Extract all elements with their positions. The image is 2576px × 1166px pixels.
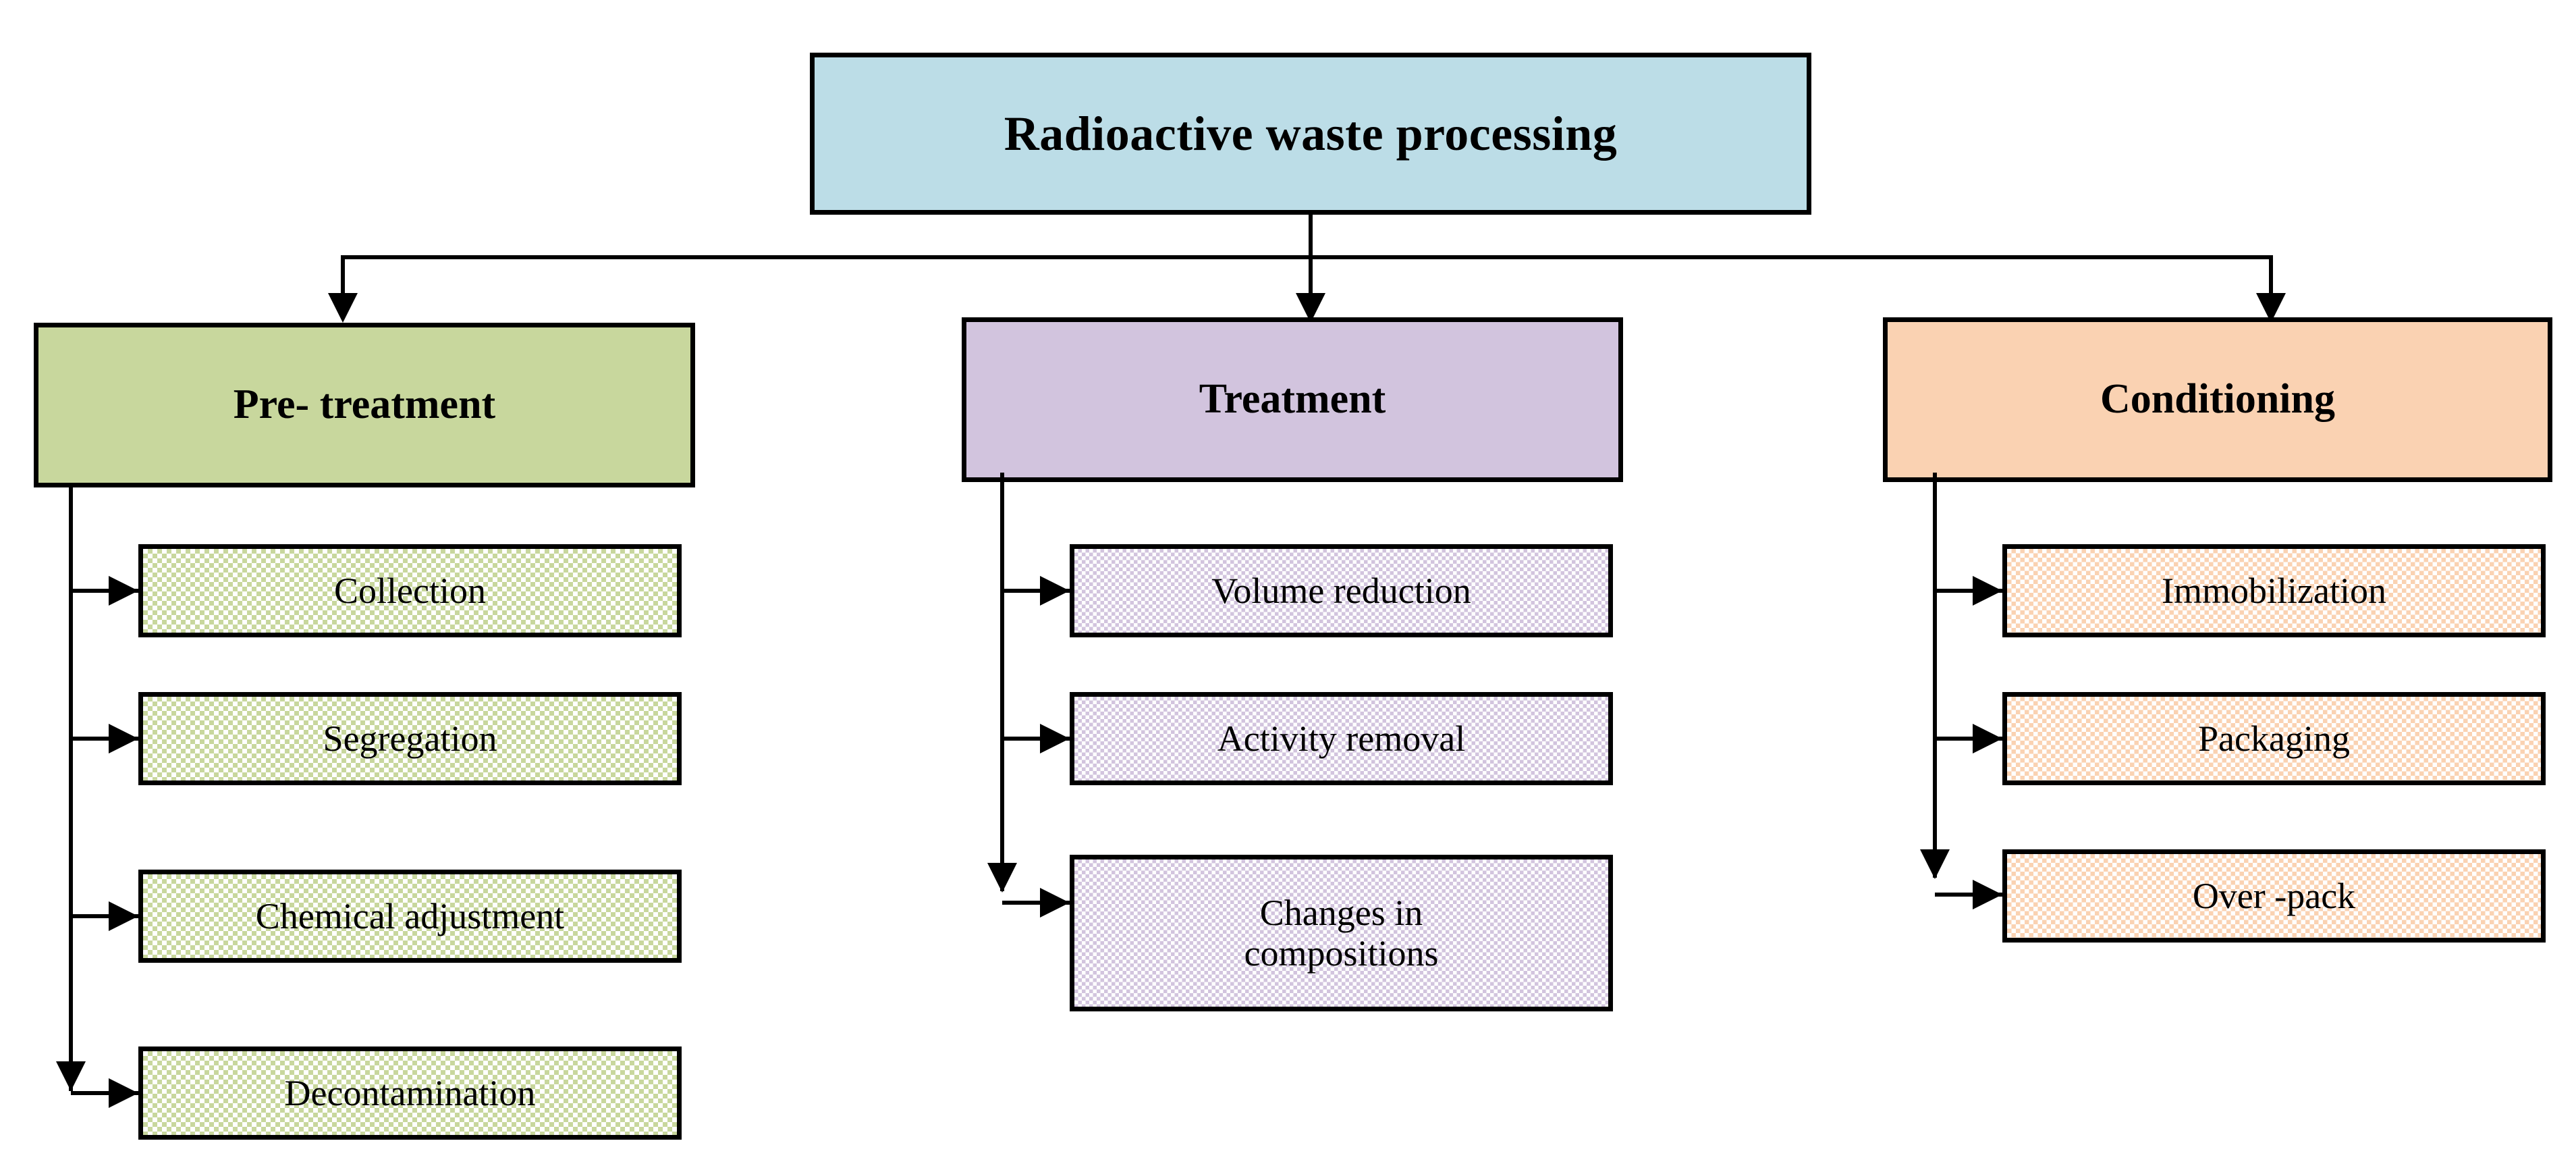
connector-treatment-step-1 [1002, 589, 1072, 593]
arrow-into-pre-treatment [328, 293, 358, 323]
category-node-treatment[interactable]: Treatment [962, 317, 1623, 482]
connector-treatment-step-3 [1002, 901, 1072, 905]
step-label-packaging: Packaging [2198, 718, 2350, 759]
step-label-activity-removal: Activity removal [1217, 718, 1466, 759]
connector-pre-treatment-step-1 [71, 589, 141, 593]
step-node-over-pack[interactable]: Over -pack [2002, 849, 2546, 943]
step-label-segregation: Segregation [323, 718, 497, 759]
trunk-end-arrow-treatment [987, 863, 1017, 893]
step-label-collection: Collection [334, 570, 486, 611]
step-node-volume-reduction[interactable]: Volume reduction [1070, 544, 1613, 637]
distribution-bus [341, 255, 2273, 259]
arrow-pre-treatment-step-1 [109, 576, 138, 606]
trunk-end-arrow-conditioning [1920, 849, 1950, 879]
connector-pre-treatment-step-3 [71, 914, 141, 918]
bus-drop-conditioning [2269, 255, 2273, 315]
arrow-conditioning-step-3 [1973, 880, 2002, 909]
step-node-changes-in-compositions[interactable]: Changes in compositions [1070, 855, 1613, 1011]
bus-drop-treatment [1309, 255, 1313, 315]
step-label-immobilization: Immobilization [2162, 570, 2386, 611]
step-node-activity-removal[interactable]: Activity removal [1070, 692, 1613, 785]
arrow-treatment-step-3 [1040, 888, 1070, 918]
step-label-changes-in-compositions: Changes in compositions [1244, 892, 1439, 974]
connector-treatment-step-2 [1002, 737, 1072, 741]
category-node-pre-treatment[interactable]: Pre- treatment [34, 323, 695, 487]
arrow-conditioning-step-2 [1973, 724, 2002, 753]
step-label-volume-reduction: Volume reduction [1211, 570, 1471, 611]
step-label-decontamination: Decontamination [284, 1072, 536, 1113]
trunk-pre-treatment [69, 483, 73, 1091]
step-node-collection[interactable]: Collection [138, 544, 682, 637]
connector-pre-treatment-step-2 [71, 737, 141, 741]
step-node-segregation[interactable]: Segregation [138, 692, 682, 785]
step-node-packaging[interactable]: Packaging [2002, 692, 2546, 785]
connector-conditioning-step-3 [1935, 893, 2005, 897]
step-node-chemical-adjustment[interactable]: Chemical adjustment [138, 870, 682, 963]
step-label-chemical-adjustment: Chemical adjustment [255, 895, 565, 936]
arrow-treatment-step-2 [1040, 724, 1070, 753]
bus-drop-pre-treatment [341, 255, 345, 315]
trunk-treatment [1000, 473, 1004, 891]
step-label-over-pack: Over -pack [2192, 875, 2356, 916]
arrow-conditioning-step-1 [1973, 576, 2002, 606]
trunk-end-arrow-pre-treatment [56, 1061, 86, 1091]
category-node-conditioning[interactable]: Conditioning [1883, 317, 2552, 482]
category-label-conditioning: Conditioning [2100, 376, 2336, 423]
step-node-decontamination[interactable]: Decontamination [138, 1046, 682, 1140]
root-node-label: Radioactive waste processing [1004, 106, 1618, 161]
trunk-conditioning [1933, 473, 1937, 878]
arrow-pre-treatment-step-3 [109, 901, 138, 931]
connector-conditioning-step-1 [1935, 589, 2005, 593]
category-label-treatment: Treatment [1199, 376, 1386, 423]
arrow-pre-treatment-step-2 [109, 724, 138, 753]
root-node-radioactive-waste-processing[interactable]: Radioactive waste processing [810, 53, 1811, 215]
connector-pre-treatment-step-4 [71, 1091, 141, 1095]
connector-conditioning-step-2 [1935, 737, 2005, 741]
category-label-pre-treatment: Pre- treatment [233, 381, 496, 428]
root-stem [1309, 215, 1313, 257]
step-node-immobilization[interactable]: Immobilization [2002, 544, 2546, 637]
arrow-treatment-step-1 [1040, 576, 1070, 606]
arrow-pre-treatment-step-4 [109, 1078, 138, 1108]
